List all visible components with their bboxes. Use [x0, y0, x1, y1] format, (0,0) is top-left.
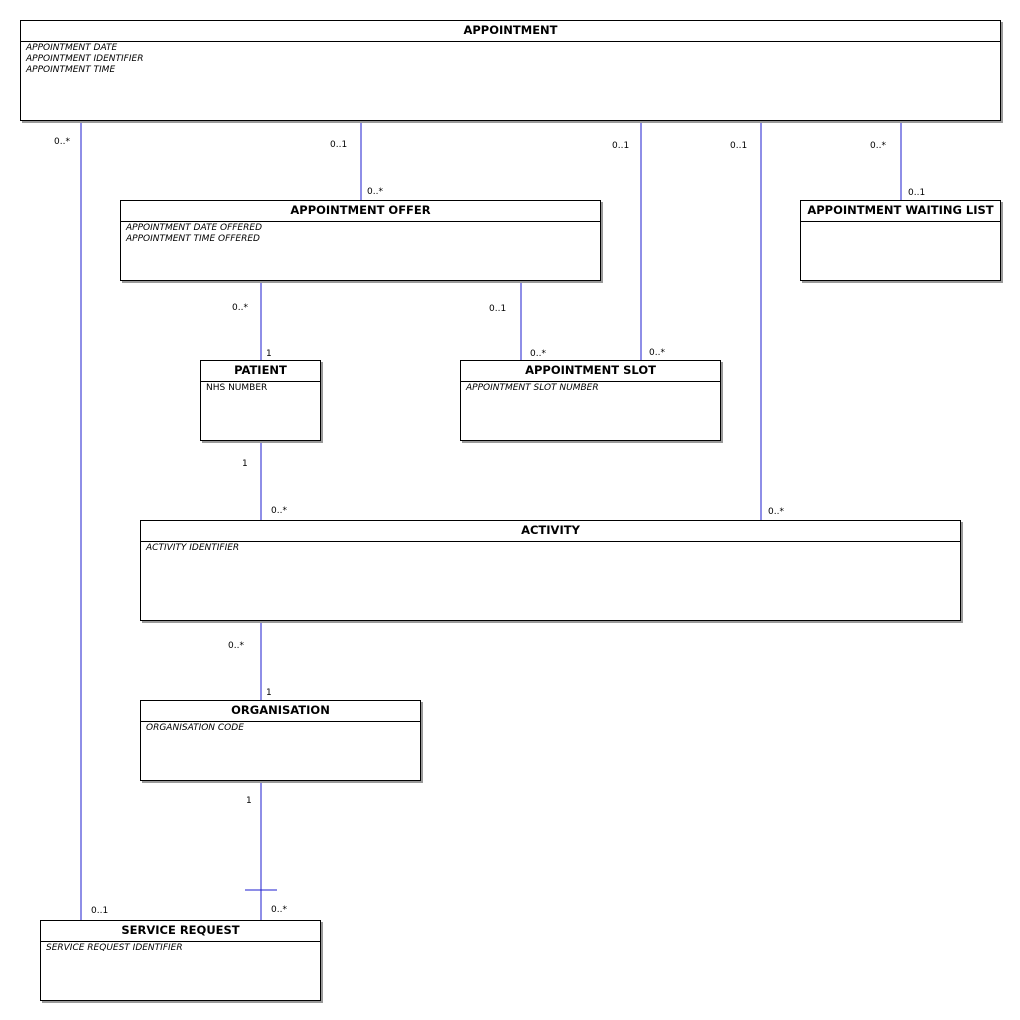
attribute: SERVICE REQUEST IDENTIFIER: [46, 943, 183, 953]
multiplicity-label: 0..*: [649, 348, 665, 358]
multiplicity-label: 0..*: [271, 905, 287, 915]
multiplicity-label: 0..*: [367, 187, 383, 197]
multiplicity-label: 0..*: [768, 507, 784, 517]
attribute: NHS NUMBER: [206, 383, 268, 393]
attribute: ORGANISATION CODE: [146, 723, 244, 733]
attribute: APPOINTMENT DATE: [26, 43, 118, 53]
multiplicity-label: 0..*: [54, 137, 70, 147]
attribute: APPOINTMENT SLOT NUMBER: [466, 383, 599, 393]
entity-title: ACTIVITY: [141, 521, 960, 542]
entity-title: PATIENT: [201, 361, 320, 382]
multiplicity-label: 0..1: [908, 188, 926, 198]
multiplicity-label: 0..1: [730, 141, 748, 151]
multiplicity-label: 1: [242, 459, 248, 469]
entity-title: APPOINTMENT: [21, 21, 1000, 42]
entity-patient[interactable]: PATIENT NHS NUMBER: [200, 360, 321, 441]
entity-service-request[interactable]: SERVICE REQUEST SERVICE REQUEST IDENTIFI…: [40, 920, 321, 1001]
multiplicity-label: 0..*: [530, 349, 546, 359]
entity-appointment[interactable]: APPOINTMENT APPOINTMENT DATE APPOINTMENT…: [20, 20, 1001, 121]
attribute: APPOINTMENT IDENTIFIER: [26, 54, 144, 64]
entity-title: APPOINTMENT OFFER: [121, 201, 600, 222]
multiplicity-label: 0..*: [271, 506, 287, 516]
multiplicity-label: 0..1: [612, 141, 630, 151]
attribute: APPOINTMENT TIME: [26, 65, 116, 75]
entity-organisation[interactable]: ORGANISATION ORGANISATION CODE: [140, 700, 421, 781]
entity-appointment-offer[interactable]: APPOINTMENT OFFER APPOINTMENT DATE OFFER…: [120, 200, 601, 281]
entity-title: APPOINTMENT WAITING LIST: [801, 201, 1000, 222]
entity-appointment-slot[interactable]: APPOINTMENT SLOT APPOINTMENT SLOT NUMBER: [460, 360, 721, 441]
entity-activity[interactable]: ACTIVITY ACTIVITY IDENTIFIER: [140, 520, 961, 621]
multiplicity-label: 1: [266, 349, 272, 359]
entity-title: APPOINTMENT SLOT: [461, 361, 720, 382]
multiplicity-label: 1: [266, 688, 272, 698]
attribute: APPOINTMENT TIME OFFERED: [126, 234, 260, 244]
entity-title: ORGANISATION: [141, 701, 420, 722]
entity-appointment-waiting-list[interactable]: APPOINTMENT WAITING LIST: [800, 200, 1001, 281]
multiplicity-label: 0..*: [232, 303, 248, 313]
multiplicity-label: 1: [246, 796, 252, 806]
multiplicity-label: 0..1: [489, 304, 507, 314]
multiplicity-label: 0..*: [870, 141, 886, 151]
attribute: ACTIVITY IDENTIFIER: [146, 543, 240, 553]
multiplicity-label: 0..1: [330, 140, 348, 150]
entity-title: SERVICE REQUEST: [41, 921, 320, 942]
attribute: APPOINTMENT DATE OFFERED: [126, 223, 262, 233]
multiplicity-label: 0..*: [228, 641, 244, 651]
multiplicity-label: 0..1: [91, 906, 109, 916]
